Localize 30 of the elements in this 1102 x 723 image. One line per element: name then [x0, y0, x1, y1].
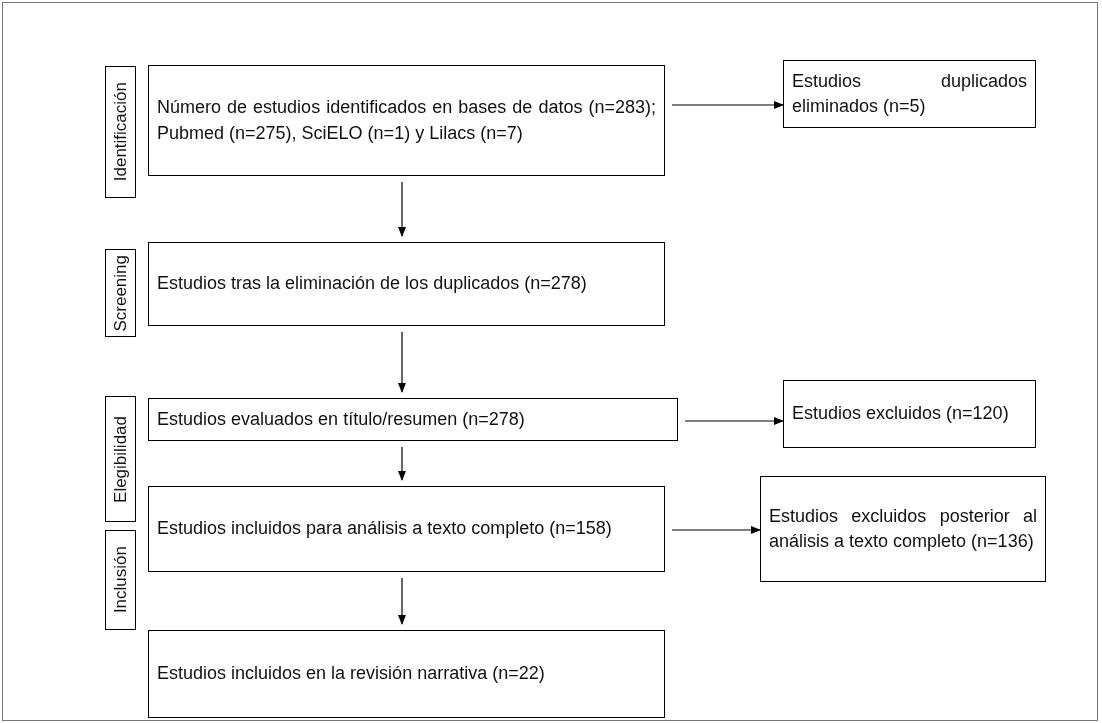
- process-box: [148, 486, 665, 572]
- box-text: Estudios incluidos para análisis a texto completo (n=158): [157, 517, 613, 541]
- arrow: [398, 577, 406, 625]
- process-box: [783, 60, 1036, 128]
- box-text: Estudios excluidos posterior al análisis a texto completo (n=136): [769, 504, 1037, 553]
- box-text: Estudios tras la eliminación de los duplicados (n=278): [157, 272, 588, 296]
- stage-label: Screening: [110, 254, 131, 332]
- arrow: [671, 101, 784, 109]
- process-box: [148, 65, 665, 176]
- arrow: [398, 331, 406, 393]
- process-box: [760, 476, 1046, 582]
- box-text: Estudios excluidos (n=120): [792, 402, 1010, 426]
- box-text: Estudios duplicados eliminados (n=5): [792, 69, 1027, 118]
- box-text: Estudios evaluados en título/resumen (n=278): [157, 407, 526, 431]
- arrow: [398, 181, 406, 237]
- box-text: Estudios incluidos en la revisión narrativa (n=22): [157, 662, 546, 686]
- arrow: [684, 417, 784, 425]
- stage-label-box: [105, 396, 136, 522]
- stage-label: Identificación: [110, 82, 131, 182]
- process-box: [148, 630, 665, 718]
- process-box: [148, 242, 665, 326]
- stage-label-box: [105, 530, 136, 630]
- stage-label-box: [105, 66, 136, 198]
- process-box: [148, 398, 678, 441]
- process-box: [783, 380, 1036, 448]
- arrow: [398, 446, 406, 481]
- stage-label: Inclusión: [110, 546, 131, 614]
- box-text: Número de estudios identificados en bases de datos (n=283); Pubmed (n=275), SciELO (n=1) y Lilacs (n=7): [157, 96, 656, 145]
- stage-label: Elegibilidad: [110, 415, 131, 503]
- arrow: [671, 526, 761, 534]
